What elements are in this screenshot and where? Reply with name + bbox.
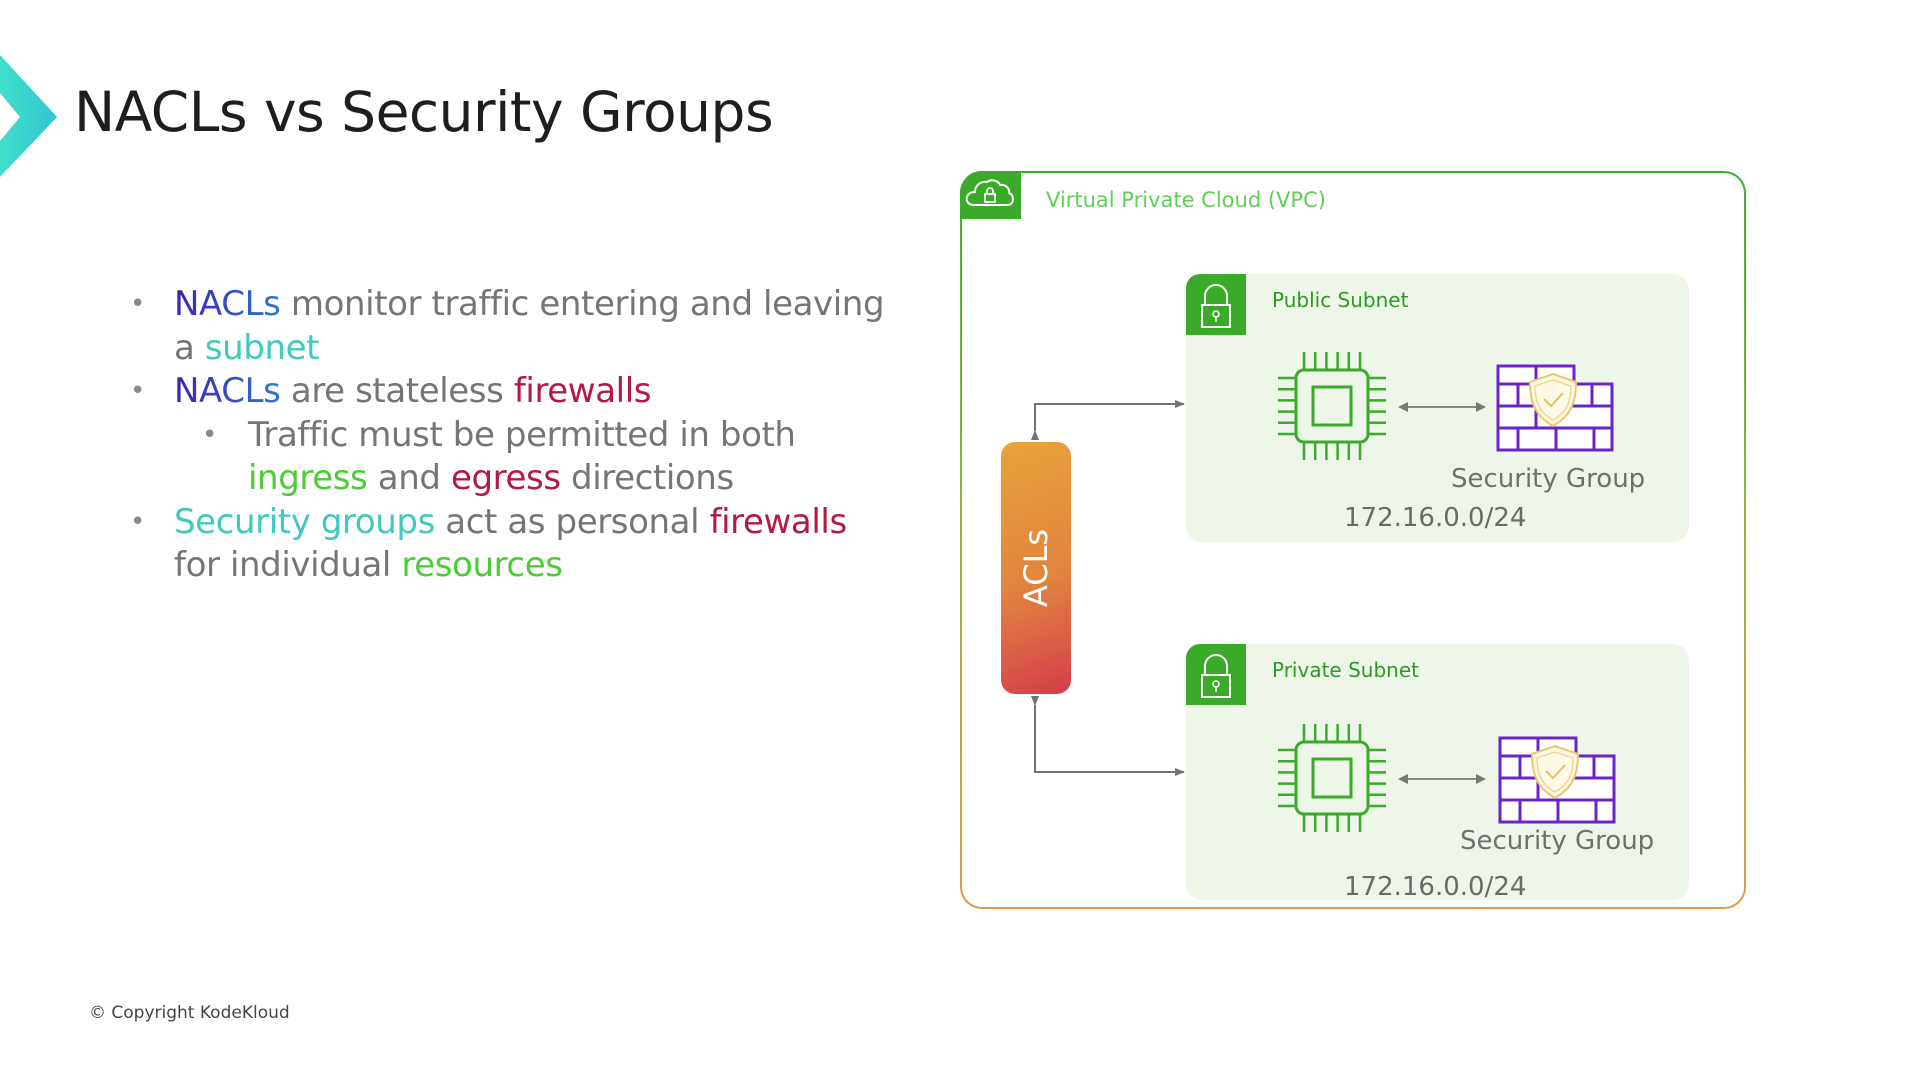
- subnet-icon-badge: [1186, 274, 1246, 335]
- term-nacls: NACLs: [174, 371, 281, 411]
- subnet-icon-badge: [1186, 644, 1246, 705]
- padlock-icon: [1201, 654, 1231, 698]
- cpu-chip-icon: [1278, 352, 1386, 460]
- bidirectional-arrow-icon: [1398, 402, 1486, 412]
- bullet-text: and: [367, 458, 451, 498]
- term-security-groups: Security groups: [174, 501, 435, 542]
- public-subnet: Public Subnet Security Group 172.16.0.0/…: [1186, 274, 1689, 542]
- connector-arrows: [1031, 400, 1185, 776]
- bullet-text: Traffic must be permitted in both: [248, 414, 796, 455]
- subnet-label: Public Subnet: [1272, 288, 1409, 312]
- slide-title: NACLs vs Security Groups: [74, 80, 774, 144]
- acls-block: ACLs: [1001, 442, 1071, 694]
- bullet-text: are stateless: [280, 371, 514, 411]
- bullet-item: • Security groups act as personal firewa…: [130, 501, 910, 588]
- sub-bullet-item: • Traffic must be permitted in both ingr…: [130, 414, 910, 501]
- firewall-shield-icon: [1498, 736, 1616, 824]
- security-group-label: Security Group: [1460, 826, 1655, 856]
- term-ingress: ingress: [248, 458, 368, 498]
- copyright-notice: © Copyright KodeKloud: [89, 1003, 290, 1023]
- bullet-text: act as personal: [434, 501, 710, 542]
- term-resources: resources: [401, 545, 563, 585]
- term-subnet: subnet: [204, 327, 320, 368]
- acls-label: ACLs: [1017, 528, 1055, 608]
- term-firewalls: firewalls: [709, 501, 848, 542]
- kodekloud-chevron-logo: [0, 55, 57, 177]
- bullet-list: • NACLs monitor traffic entering and lea…: [130, 283, 910, 588]
- cloud-lock-icon: [965, 179, 1014, 206]
- bullet-dot: •: [130, 289, 145, 319]
- vpc-icon-badge: [960, 171, 1021, 219]
- bullet-dot: •: [202, 419, 217, 450]
- vpc-label: Virtual Private Cloud (VPC): [1046, 188, 1326, 212]
- vpc-container: Virtual Private Cloud (VPC) ACLs: [960, 171, 1746, 909]
- subnet-cidr: 172.16.0.0/24: [1344, 872, 1527, 902]
- cpu-chip-icon: [1278, 724, 1386, 832]
- private-subnet: Private Subnet Security Group 172.16.0.0…: [1186, 644, 1689, 902]
- arrow-acl-to-public-subnet: [1031, 400, 1185, 440]
- bullet-dot: •: [130, 376, 145, 406]
- padlock-icon: [1201, 284, 1231, 328]
- firewall-shield-icon: [1496, 364, 1614, 452]
- term-firewalls: firewalls: [513, 371, 652, 411]
- subnet-cidr: 172.16.0.0/24: [1344, 503, 1527, 533]
- bullet-text: for individual: [174, 545, 402, 585]
- security-group-label: Security Group: [1451, 464, 1646, 494]
- term-egress: egress: [450, 458, 561, 498]
- bullet-text: directions: [560, 458, 734, 498]
- bullet-dot: •: [130, 506, 145, 537]
- vpc-body: Virtual Private Cloud (VPC) ACLs: [960, 171, 1744, 907]
- bullet-item: • NACLs monitor traffic entering and lea…: [130, 283, 910, 370]
- subnet-label: Private Subnet: [1272, 658, 1419, 682]
- bullet-item: • NACLs are stateless firewalls: [130, 370, 910, 414]
- term-nacls: NACLs: [174, 284, 281, 324]
- bullet-text: a: [174, 327, 205, 368]
- bullet-text: monitor traffic entering and leaving: [280, 284, 885, 324]
- bidirectional-arrow-icon: [1398, 774, 1486, 784]
- arrow-acl-to-private-subnet: [1031, 696, 1185, 776]
